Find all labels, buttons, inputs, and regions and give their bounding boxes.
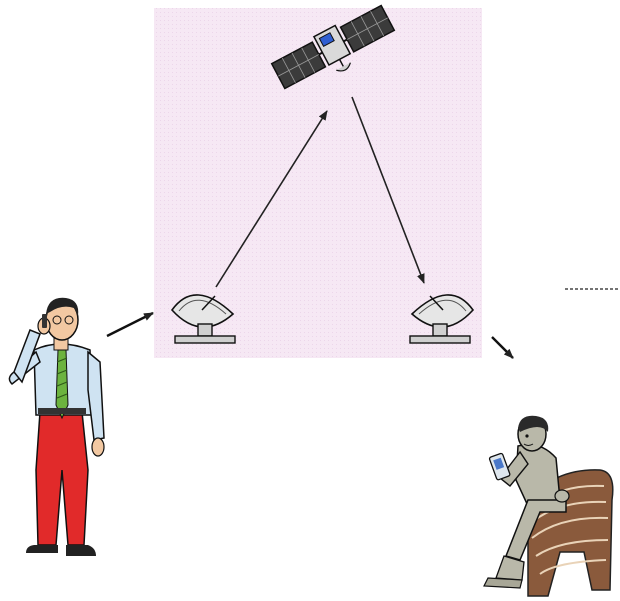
man-on-phone-icon bbox=[9, 298, 104, 556]
man-with-phone-icon bbox=[484, 416, 613, 596]
station-to-receiver-arrow bbox=[492, 337, 513, 358]
caller-to-station-arrow bbox=[107, 313, 153, 336]
